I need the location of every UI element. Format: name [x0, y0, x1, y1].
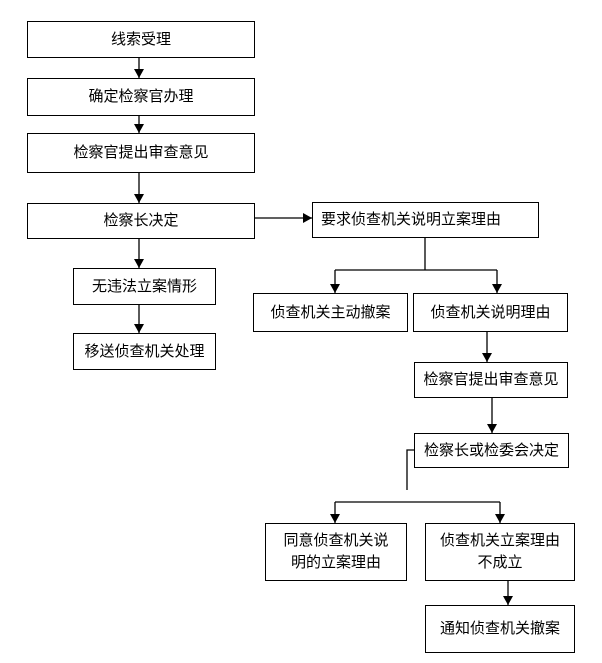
node-clue-acceptance: 线索受理 — [27, 21, 255, 58]
node-chief-decision: 检察长决定 — [27, 203, 255, 239]
split-require-branch-line — [335, 238, 497, 271]
node-prosecutor-opinion-1: 检察官提出审查意见 — [27, 133, 255, 173]
node-reason-not-established: 侦查机关立案理由 不成立 — [425, 523, 575, 581]
node-agree-reason: 同意侦查机关说 明的立案理由 — [265, 523, 407, 581]
node-prosecutor-opinion-2: 检察官提出审查意见 — [414, 362, 568, 398]
node-assign-prosecutor: 确定检察官办理 — [27, 78, 255, 116]
node-notify-withdraw: 通知侦查机关撤案 — [425, 605, 575, 653]
node-transfer-handling: 移送侦查机关处理 — [73, 333, 216, 370]
split-committee-branch-line — [335, 449, 500, 503]
node-explain-reason: 侦查机关说明理由 — [413, 293, 568, 332]
node-no-illegal-filing: 无违法立案情形 — [73, 268, 216, 305]
node-require-reason: 要求侦查机关说明立案理由 — [312, 202, 539, 238]
node-chief-or-committee: 检察长或检委会决定 — [414, 433, 569, 468]
node-voluntary-withdraw: 侦查机关主动撤案 — [253, 293, 408, 332]
